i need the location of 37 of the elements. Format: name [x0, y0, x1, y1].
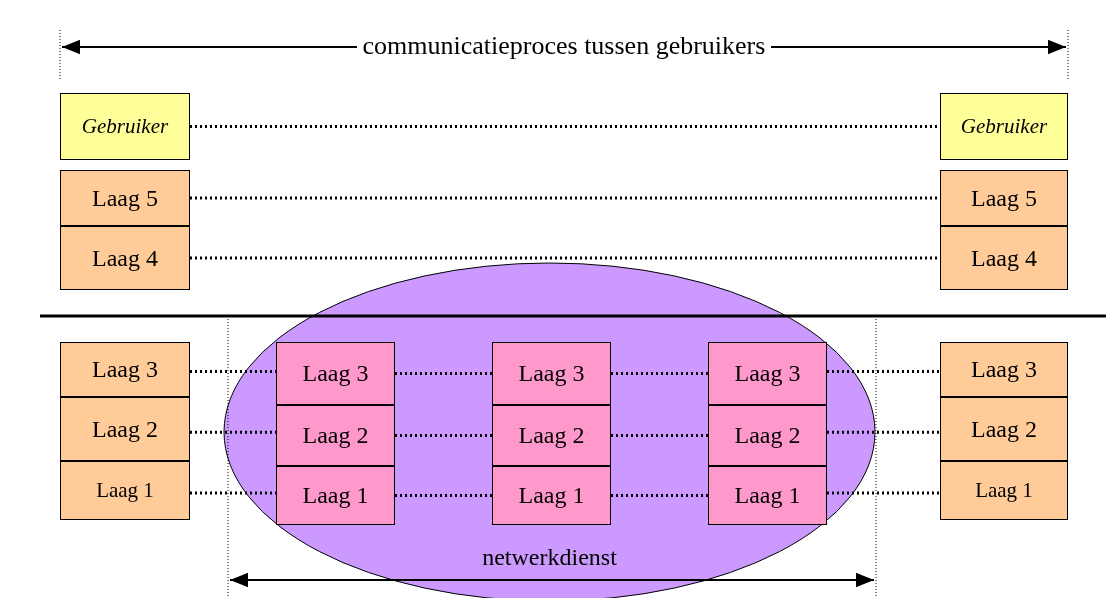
dotted-connector [395, 372, 492, 375]
dotted-connector [611, 494, 708, 497]
layer-box: Laag 4 [60, 226, 190, 290]
layer-box: Laag 3 [492, 342, 611, 405]
dotted-connector [190, 196, 940, 200]
layer-box: Laag 5 [940, 170, 1068, 226]
dotted-connector [395, 434, 492, 437]
dotted-connector [827, 370, 940, 373]
layer-box: Laag 1 [60, 461, 190, 520]
layer-box: Laag 1 [276, 466, 395, 525]
layer-box: Laag 2 [276, 405, 395, 466]
dotted-connector [190, 125, 940, 128]
dotted-connector [611, 434, 708, 437]
layer-box: Laag 3 [708, 342, 827, 405]
layer-box: Laag 2 [708, 405, 827, 466]
layer-box: Laag 1 [708, 466, 827, 525]
layer-box: Laag 2 [60, 397, 190, 461]
dotted-connector [827, 430, 940, 434]
dotted-connector [395, 494, 492, 497]
dotted-connector [190, 370, 276, 373]
layer-box: Laag 2 [492, 405, 611, 466]
layer-box: Laag 3 [276, 342, 395, 405]
dotted-connector [827, 491, 940, 495]
layer-box: Laag 3 [940, 342, 1068, 397]
dotted-connector [190, 256, 940, 260]
layer-box: Laag 5 [60, 170, 190, 226]
layer-box: Laag 2 [940, 397, 1068, 461]
user-box: Gebruiker [940, 93, 1068, 160]
layer-box: Laag 1 [492, 466, 611, 525]
ellipse-label: netwerkdienst [481, 544, 618, 571]
layer-box: Laag 3 [60, 342, 190, 397]
user-box: Gebruiker [60, 93, 190, 160]
dotted-connector [190, 430, 276, 434]
layer-box: Laag 4 [940, 226, 1068, 290]
dotted-connector [190, 491, 276, 495]
dotted-connector [611, 372, 708, 375]
layer-box: Laag 1 [940, 461, 1068, 520]
